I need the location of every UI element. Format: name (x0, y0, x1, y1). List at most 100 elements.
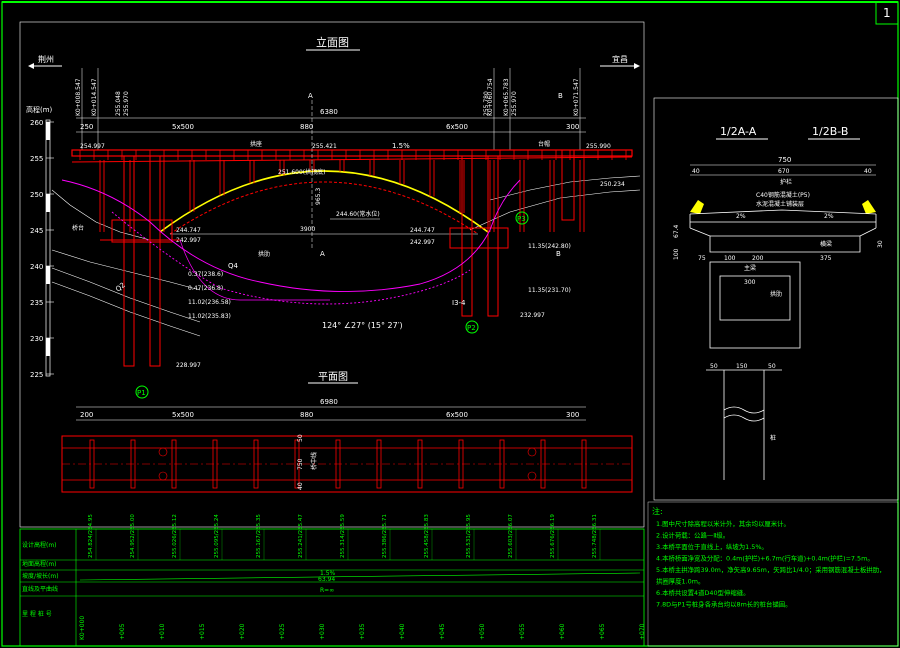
section-height-1: 67.4 (673, 224, 680, 238)
design-elev-cell: 255.603/256.07 (508, 514, 514, 558)
chainage-cell: +060 (559, 623, 566, 640)
station-right-value-1: 255.780 (483, 91, 490, 116)
dim-left-abutment: 250 (80, 123, 93, 131)
label-abutment: 桥台 (72, 224, 84, 232)
pile-tag-p3-circle (515, 211, 529, 225)
left-layer-label: 11.02(236.58) (188, 299, 231, 306)
pile-tag-p3: P3 (517, 215, 526, 223)
label-layer: Ⅰ3-4 (452, 299, 466, 307)
plan-dim-4: 300 (566, 411, 579, 419)
geology-line-1 (61, 179, 521, 292)
plan-center-label: 桥中线 (310, 452, 318, 470)
plan-beam (417, 439, 423, 489)
plan-overall-length: 6980 (320, 398, 338, 406)
plan-beam (171, 439, 177, 489)
height-tick-block (46, 194, 50, 212)
design-elev-cell: 255.748/256.31 (592, 514, 598, 558)
section-note-1: C40钢筋混凝土(P5) (756, 191, 810, 199)
right-layer-label: 11.35(242.80) (528, 243, 571, 250)
design-elev-cell: 255.531/255.95 (466, 514, 472, 558)
chainage-cell: +045 (439, 623, 446, 640)
design-elev-cell: 255.095/255.24 (214, 514, 220, 558)
height-tick-label: 235 (30, 299, 43, 307)
section-rib-label: 拱肋 (770, 290, 782, 298)
notes-header: 注: (652, 506, 663, 516)
left-layer-label: 0.47(236.8) (188, 285, 223, 292)
row-label-chainage: 里 程 桩 号 (22, 610, 52, 618)
station-left-value-2: 255.970 (123, 91, 130, 116)
height-tick-label: 260 (30, 119, 43, 127)
right-layer-label: 11.35(231.70) (528, 287, 571, 294)
chainage-cell: +065 (599, 623, 606, 640)
profile-table (19, 528, 645, 647)
section-pile (706, 369, 782, 480)
note-item: 6.本桥共设置4道D40型伸缩缝。 (656, 588, 750, 597)
crown-note: 251.600(拱顶底) (278, 168, 326, 176)
design-elev-cell: 255.676/256.19 (550, 514, 556, 558)
station-label: K0+008.547 (75, 78, 82, 116)
section-slope-left: 2% (736, 213, 746, 220)
plan-dim-2: 880 (300, 411, 313, 419)
chainage-cell: +055 (519, 623, 526, 640)
height-tick-label: 250 (30, 191, 43, 199)
chainage-cell: +040 (399, 623, 406, 640)
section-slope-right: 2% (824, 213, 834, 220)
design-elev-cell: 254.824/254.95 (88, 514, 94, 558)
plan-beam (130, 439, 136, 489)
height-tick-label: 245 (30, 227, 43, 235)
left-layer-label: 11.02(235.83) (188, 313, 231, 320)
section-lower-dim-0: 75 (698, 255, 706, 262)
section-note-2: 水泥混凝土铺装层 (756, 200, 804, 208)
section-top-dim-0: 40 (692, 168, 700, 175)
station-label: K0+071.547 (573, 78, 580, 116)
left-arrow-head (28, 63, 34, 69)
chainage-cell: +030 (319, 623, 326, 640)
main-border (19, 21, 645, 528)
station-markers: K0+008.547 K0+014.547 K0+060.754 K0+065.783… (75, 68, 581, 150)
row-label-design: 设计高程(m) (22, 541, 57, 549)
plan-beam (499, 439, 505, 489)
chainage-cell: +015 (199, 623, 206, 640)
deck-elev-mid: 255.421 (312, 143, 337, 150)
section-lower-dim-2: 200 (752, 255, 764, 262)
station-label: K0+014.547 (91, 78, 98, 116)
left-layer-labels: 0.37(238.6) 0.47(236.8) 11.02(236.58) 11.02… (188, 271, 231, 320)
chainage-cell: +070 (639, 623, 646, 640)
bridge-deck (71, 149, 633, 163)
overall-length: 6380 (320, 108, 338, 116)
design-elev-cell: 255.026/255.12 (172, 514, 178, 558)
plan-title: 平面图 (318, 371, 348, 383)
design-elev-cell: 255.314/255.59 (340, 514, 346, 558)
left-layer-label: 0.37(238.6) (188, 271, 223, 278)
plan-beam (335, 439, 341, 489)
station-label: K0+060.754 (487, 78, 494, 116)
springing-left-top: 244.747 (176, 227, 201, 234)
height-tick-block (46, 122, 50, 140)
plan-pile-circle (527, 471, 537, 481)
plan-beam (212, 439, 218, 489)
station-label: K0+065.783 (503, 78, 510, 116)
pile-tag-p2-circle (465, 320, 479, 334)
left-direction: 荆州 (38, 54, 54, 64)
deck-slope: 1.5% (392, 142, 410, 150)
springing-left: 242.997 (176, 237, 201, 244)
deck-elev-left: 254.997 (80, 143, 105, 150)
plan-dim-0: 200 (80, 411, 93, 419)
design-elev-cell: 255.458/255.83 (424, 514, 430, 558)
note-item: 4.本桥桥面净宽及分配：0.4m(护栏)+6.7m(行车道)+0.4m(护栏)=… (656, 554, 874, 563)
chainage-cell: +035 (359, 623, 366, 640)
angle-note: 124° ∠27° (15° 27′) (322, 321, 403, 330)
design-elev-cell: 255.386/255.71 (382, 514, 388, 558)
chainage-cell: +010 (159, 623, 166, 640)
section-height-2: 30 (877, 240, 884, 248)
pile-tag-p1: P1 (137, 389, 146, 397)
sheet-number: 1 (883, 6, 891, 20)
water-level: 244.60(常水位) (336, 210, 380, 218)
plan-pile-circle (527, 447, 537, 457)
notes-list: 1.图中尺寸除高程以米计外，其余均以厘米计。2.设计荷载：公路—Ⅱ级。3.本桥平… (656, 519, 886, 609)
plan-cross-beams (89, 439, 587, 489)
notes-border (647, 501, 899, 647)
section-pile-dim-1: 150 (736, 363, 748, 370)
